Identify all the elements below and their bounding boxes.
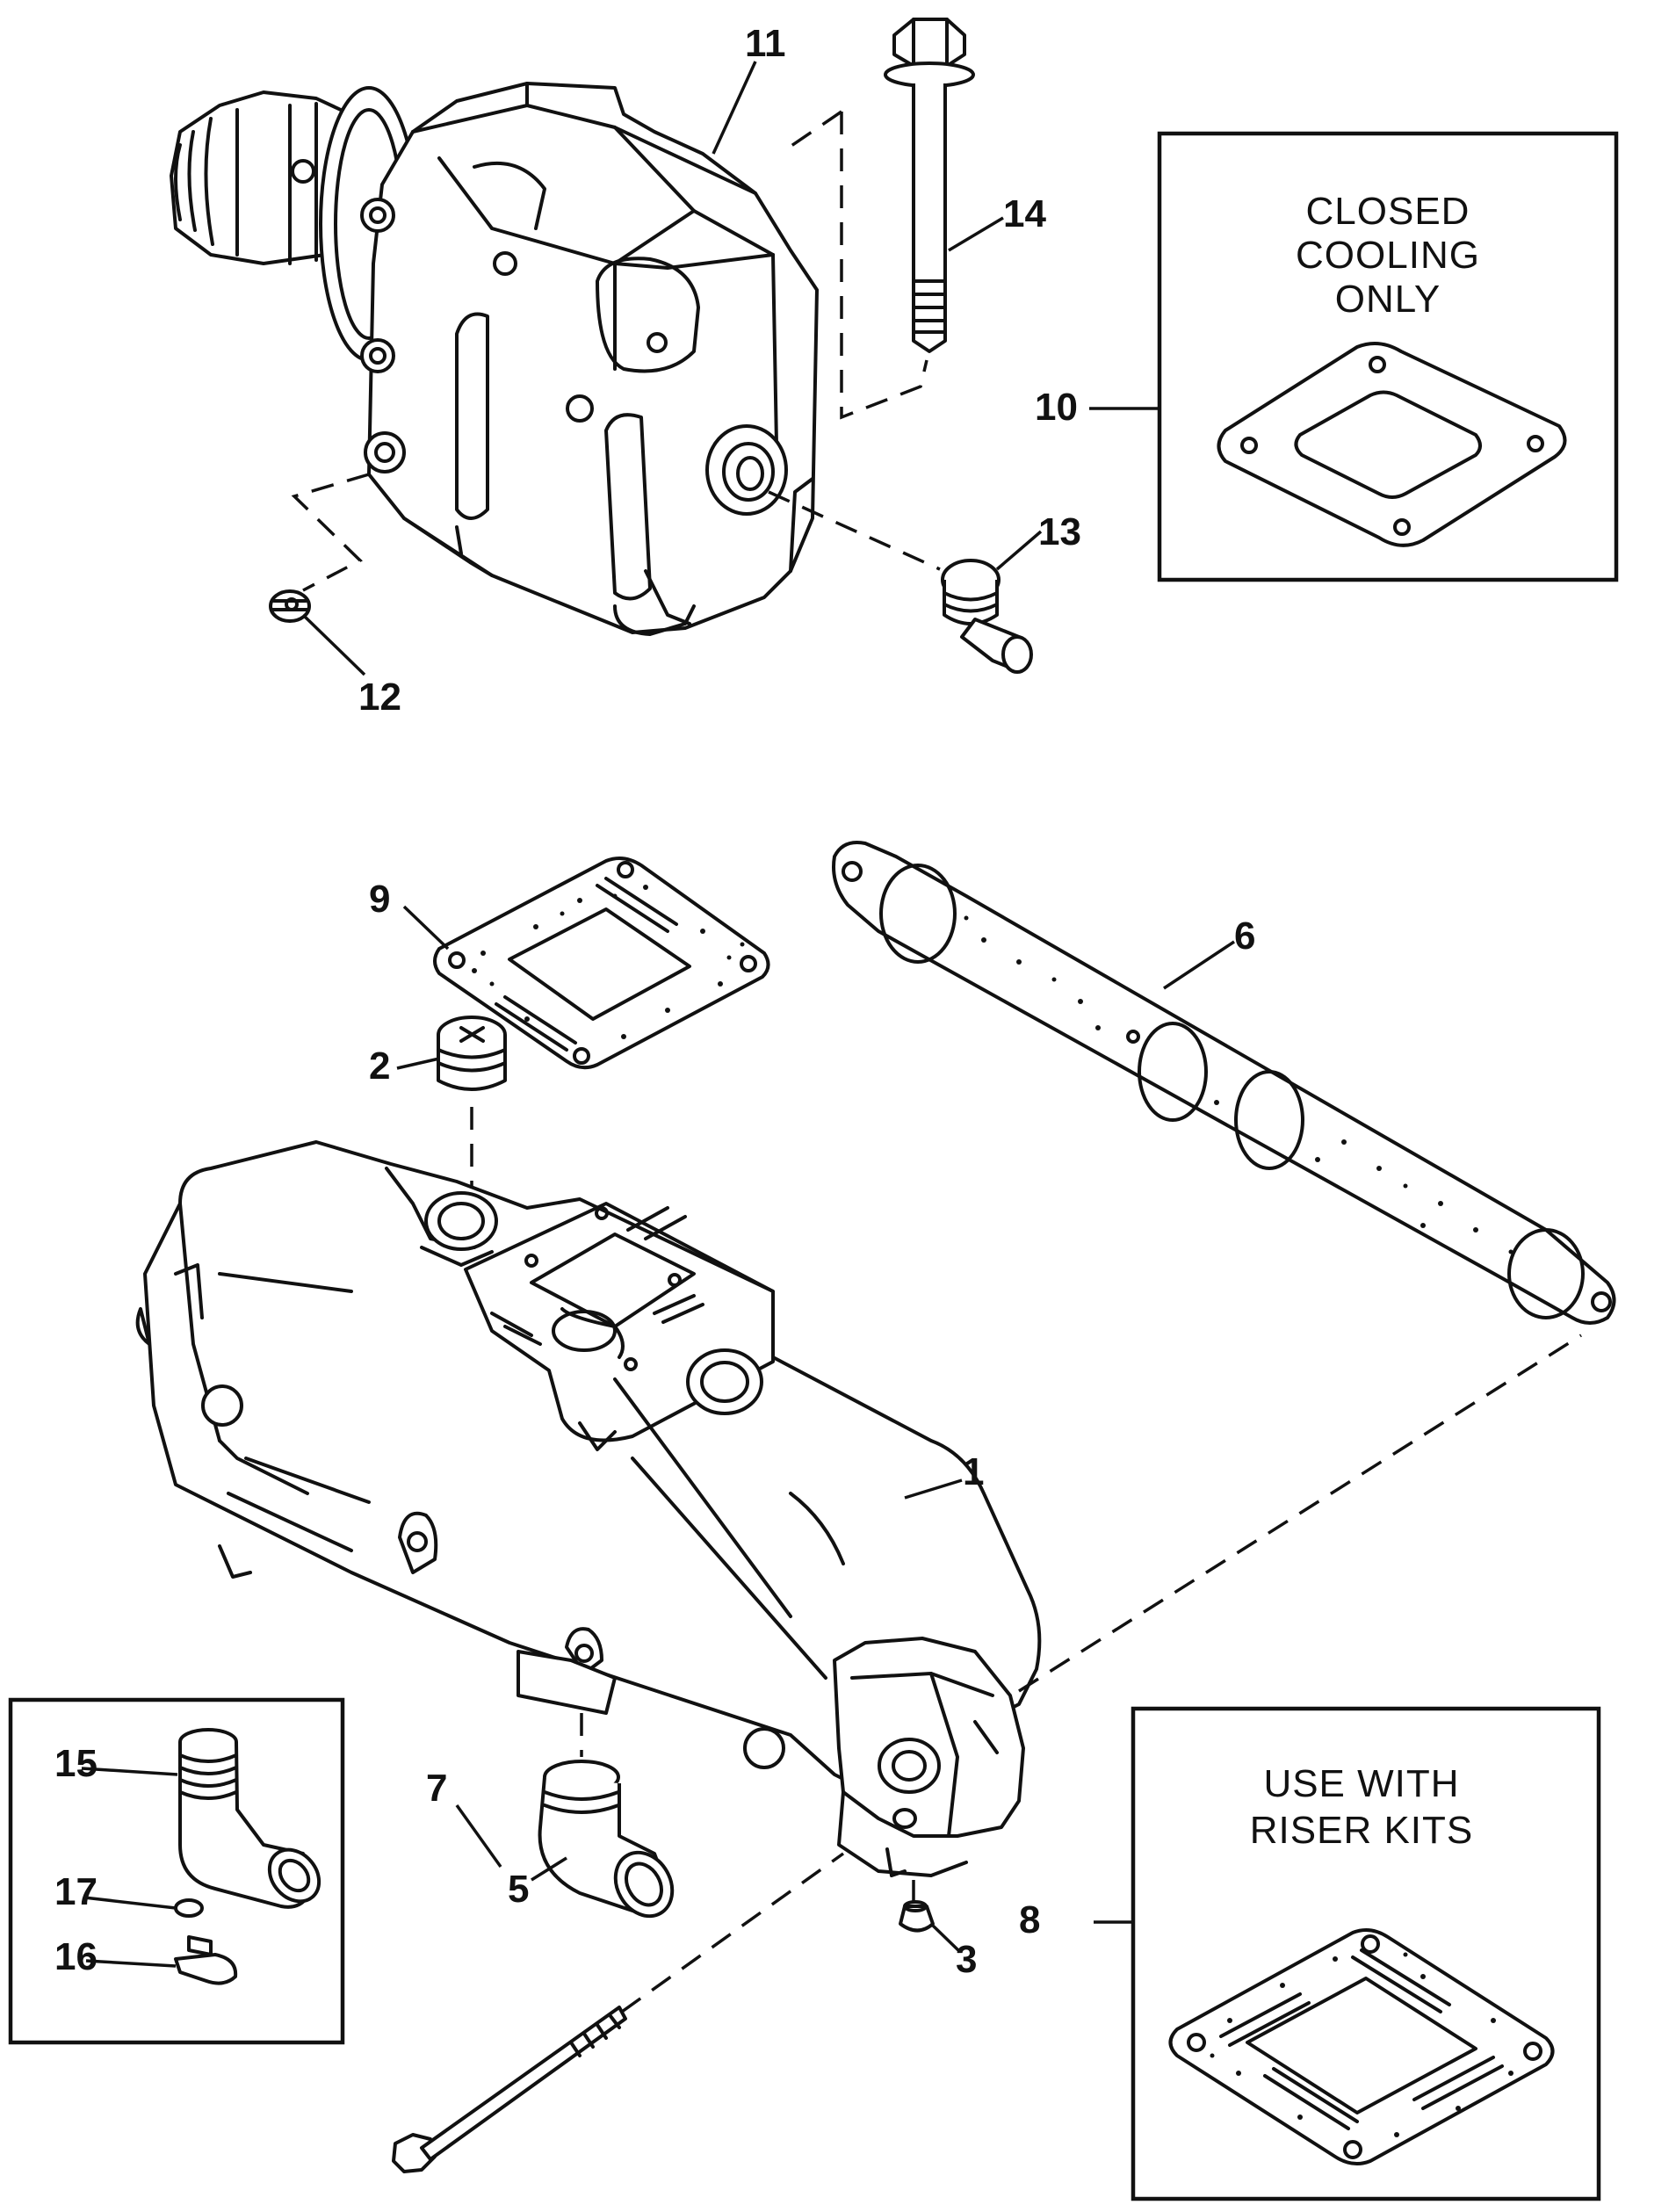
closed-cooling-box: CLOSED COOLING ONLY: [1157, 131, 1619, 582]
callout-5: 5: [508, 1868, 529, 1911]
callout-3: 3: [956, 1938, 977, 1981]
callout-7: 7: [426, 1767, 447, 1810]
part-9-gasket: [433, 856, 770, 1070]
callout-numbers: 11 14 10 13 12 9 6 2 1 15 17 16 5 3 8 7: [54, 22, 1255, 1981]
callout-9: 9: [369, 878, 390, 921]
part-1-exhaust-manifold: [135, 1140, 1042, 1877]
part-7-bolt: [392, 2006, 627, 2173]
alignment-line-12: [291, 473, 370, 592]
fitting-kit-box: [8, 1697, 345, 2045]
callout-13: 13: [1038, 510, 1081, 553]
part-12-plug: [269, 589, 311, 623]
callout-16: 16: [54, 1935, 98, 1978]
closed-cooling-line-2: COOLING: [1296, 234, 1480, 277]
part-14-bolt: [884, 18, 975, 353]
callout-2: 2: [369, 1045, 390, 1088]
part-10-gasket: [1217, 342, 1567, 547]
part-16-fitting: [174, 1935, 238, 1985]
part-5-elbow: [538, 1760, 675, 1919]
alignment-line-14: [840, 112, 928, 420]
callout-17: 17: [54, 1870, 98, 1913]
closed-cooling-line-1: CLOSED: [1306, 190, 1470, 233]
callout-1: 1: [963, 1450, 984, 1493]
part-13-sender: [941, 559, 1033, 674]
part-2-plug: [437, 1016, 507, 1091]
callout-14: 14: [1003, 192, 1046, 235]
callout-6: 6: [1234, 914, 1255, 958]
callout-15: 15: [54, 1742, 98, 1785]
part-8-riser-gasket: [1168, 1927, 1555, 2166]
alignment-line-13: [768, 490, 941, 571]
callout-8: 8: [1019, 1898, 1040, 1941]
part-15-elbow: [178, 1728, 321, 1909]
closed-cooling-line-3: ONLY: [1335, 278, 1441, 321]
part-11-exhaust-elbow: [170, 82, 819, 636]
part-3-plug: [899, 1900, 935, 1933]
riser-kits-box: USE WITH RISER KITS: [1131, 1706, 1601, 2201]
part-17-o-ring: [174, 1898, 204, 1918]
alignment-line-7: [620, 1852, 845, 2013]
part-6-manifold-gasket: [832, 841, 1616, 1325]
callout-10: 10: [1035, 386, 1078, 429]
riser-kits-line-1: USE WITH: [1263, 1762, 1459, 1805]
alignment-line-14-b: [785, 110, 842, 151]
riser-kits-line-2: RISER KITS: [1250, 1809, 1474, 1852]
leader-lines: [81, 61, 1235, 1968]
callout-11: 11: [745, 22, 786, 65]
alignment-line-6: [1018, 1334, 1582, 1693]
callout-12: 12: [358, 676, 401, 719]
